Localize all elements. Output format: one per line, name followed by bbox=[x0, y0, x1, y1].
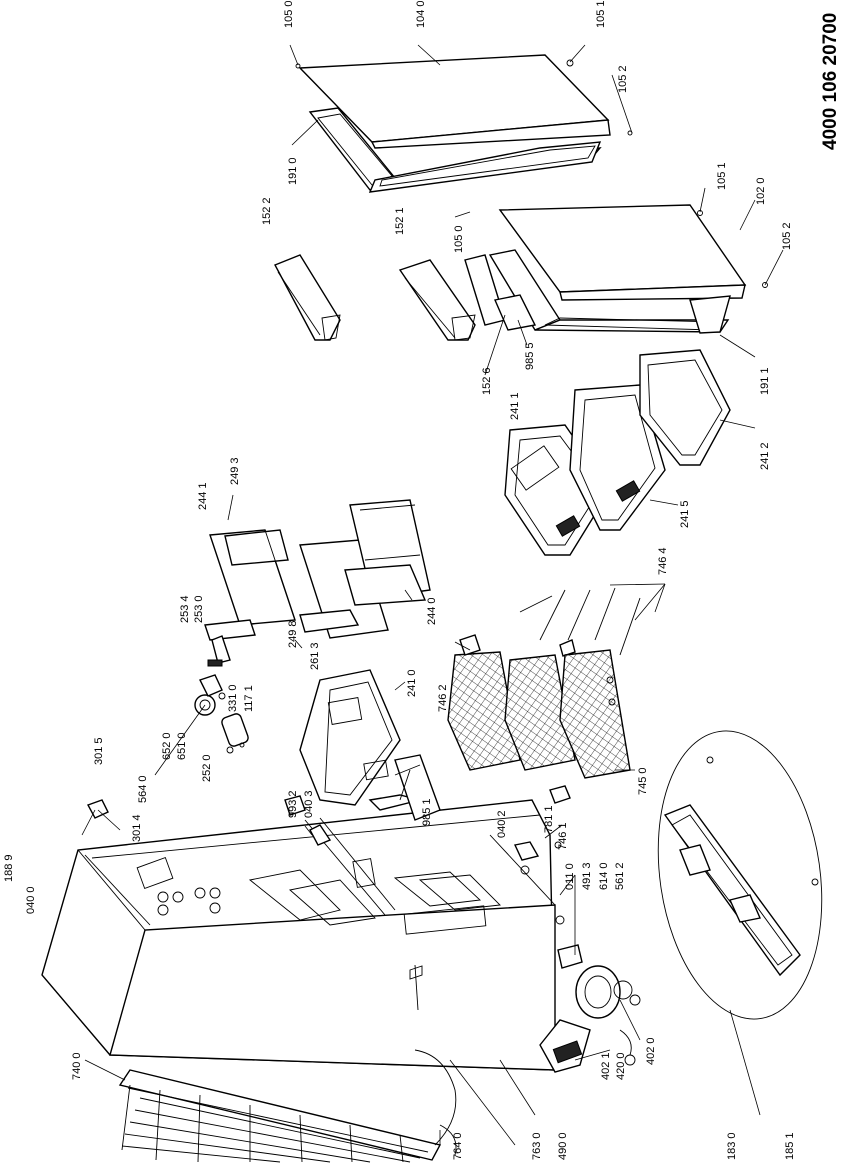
part-label: 241 2 bbox=[759, 442, 771, 470]
part-label: 985 1 bbox=[421, 798, 433, 826]
part-label: 301 4 bbox=[131, 814, 143, 842]
part-label: 105 0 bbox=[283, 0, 295, 28]
part-label: 301 5 bbox=[93, 737, 105, 765]
freezer-drawers bbox=[504, 349, 731, 556]
part-label: 104 0 bbox=[415, 0, 427, 28]
part-label: 117 1 bbox=[243, 685, 255, 712]
part-label: 040 0 bbox=[25, 886, 37, 914]
part-label: 244 1 bbox=[197, 482, 209, 510]
part-label: 040 3 bbox=[303, 790, 315, 818]
part-label: 249 8 bbox=[287, 620, 299, 648]
part-label: 402 0 bbox=[645, 1037, 657, 1065]
part-label: 183 0 bbox=[726, 1132, 738, 1160]
part-label: 188 9 bbox=[3, 854, 15, 882]
part-label: 102 0 bbox=[755, 177, 767, 205]
door-balcony-upper bbox=[274, 254, 341, 341]
glass-shelves bbox=[204, 499, 431, 641]
part-label: 651 0 bbox=[176, 732, 188, 760]
wire-baskets bbox=[447, 634, 631, 779]
door-lower bbox=[488, 204, 768, 334]
part-label: 420 0 bbox=[615, 1052, 627, 1080]
part-label: 191 1 bbox=[759, 367, 771, 395]
part-label: 105 1 bbox=[595, 0, 607, 28]
parts-drawing bbox=[41, 54, 823, 1163]
document-code: 4000 106 20700 bbox=[820, 13, 841, 150]
basket-rods bbox=[399, 587, 641, 804]
part-label: 490 0 bbox=[557, 1132, 569, 1160]
part-label: 253 0 bbox=[193, 595, 205, 623]
part-label: 241 5 bbox=[679, 500, 691, 528]
part-label: 191 0 bbox=[287, 157, 299, 185]
part-label: 185 1 bbox=[784, 1132, 796, 1160]
part-label: 652 0 bbox=[161, 732, 173, 760]
part-label: 564 0 bbox=[137, 775, 149, 803]
part-label: 105 2 bbox=[781, 222, 793, 250]
door-balcony-lower bbox=[398, 259, 476, 341]
condenser-coil bbox=[118, 1049, 457, 1163]
leader-lines bbox=[81, 44, 784, 1146]
part-label: 241 1 bbox=[509, 392, 521, 420]
part-label: 105 2 bbox=[617, 65, 629, 93]
part-label: 152 2 bbox=[261, 197, 273, 225]
part-label: 740 0 bbox=[71, 1052, 83, 1080]
part-label: 261 3 bbox=[309, 642, 321, 670]
part-label: 614 0 bbox=[598, 862, 610, 890]
part-label: 249 3 bbox=[229, 457, 241, 485]
hinge-parts bbox=[464, 254, 537, 331]
part-label: 746 4 bbox=[657, 547, 669, 575]
part-label: 040 2 bbox=[496, 810, 508, 838]
base-assembly bbox=[657, 730, 823, 1020]
part-label: 781 1 bbox=[543, 805, 555, 833]
part-label: 746 1 bbox=[557, 822, 569, 850]
door-upper bbox=[295, 54, 633, 193]
part-label: 745 0 bbox=[637, 767, 649, 795]
cabinet bbox=[41, 799, 556, 1071]
fan-lamp-parts bbox=[154, 635, 249, 776]
part-label: 105 0 bbox=[453, 225, 465, 253]
part-label: 152 6 bbox=[481, 367, 493, 395]
part-label: 746 2 bbox=[437, 684, 449, 712]
part-labels: 105 0 104 0 105 1 105 2 191 0 152 2 152 … bbox=[3, 0, 796, 1160]
part-label: 244 0 bbox=[426, 597, 438, 625]
part-label: 331 0 bbox=[227, 684, 239, 712]
part-label: 252 0 bbox=[201, 754, 213, 782]
part-label: 993 2 bbox=[287, 790, 299, 818]
part-label: 253 4 bbox=[179, 595, 191, 623]
part-label: 491 3 bbox=[581, 862, 593, 890]
part-label: 011 0 bbox=[564, 863, 576, 890]
crisper-drawer bbox=[299, 669, 441, 821]
part-label: 152 1 bbox=[394, 207, 406, 235]
part-label: 241 0 bbox=[406, 669, 418, 697]
part-label: 764 0 bbox=[452, 1132, 464, 1160]
part-label: 763 0 bbox=[531, 1132, 543, 1160]
part-label: 402 1 bbox=[600, 1052, 612, 1080]
part-label: 985 5 bbox=[524, 342, 536, 370]
part-label: 561 2 bbox=[614, 862, 626, 890]
part-label: 105 1 bbox=[716, 162, 728, 190]
